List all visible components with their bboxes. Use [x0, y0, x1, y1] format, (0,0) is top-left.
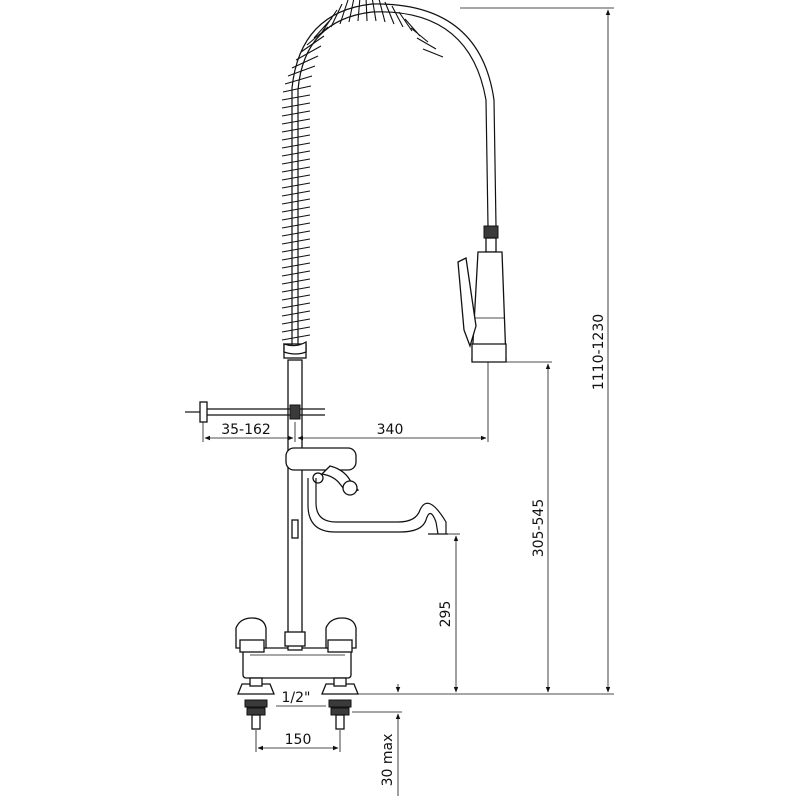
deck-thickness-label: 30 max	[380, 734, 396, 787]
spray-head	[457, 225, 507, 363]
riser-pipe	[283, 343, 307, 651]
dimension-lines	[202, 7, 614, 796]
head-reach-label: 340	[377, 422, 404, 438]
total-height-label: 1110-1230	[591, 314, 607, 390]
wall-support-arm	[185, 401, 325, 423]
center-distance-label: 150	[285, 732, 312, 748]
tap-body-and-spout	[285, 447, 448, 535]
spout-height-range-label: 305-545	[531, 499, 547, 558]
arm-offset-label: 35-162	[221, 422, 271, 438]
tap-height-label: 295	[438, 601, 454, 628]
spring-coil	[281, 0, 444, 355]
thread-size-label: 1/2"	[282, 690, 311, 706]
mixer-base	[235, 617, 359, 730]
